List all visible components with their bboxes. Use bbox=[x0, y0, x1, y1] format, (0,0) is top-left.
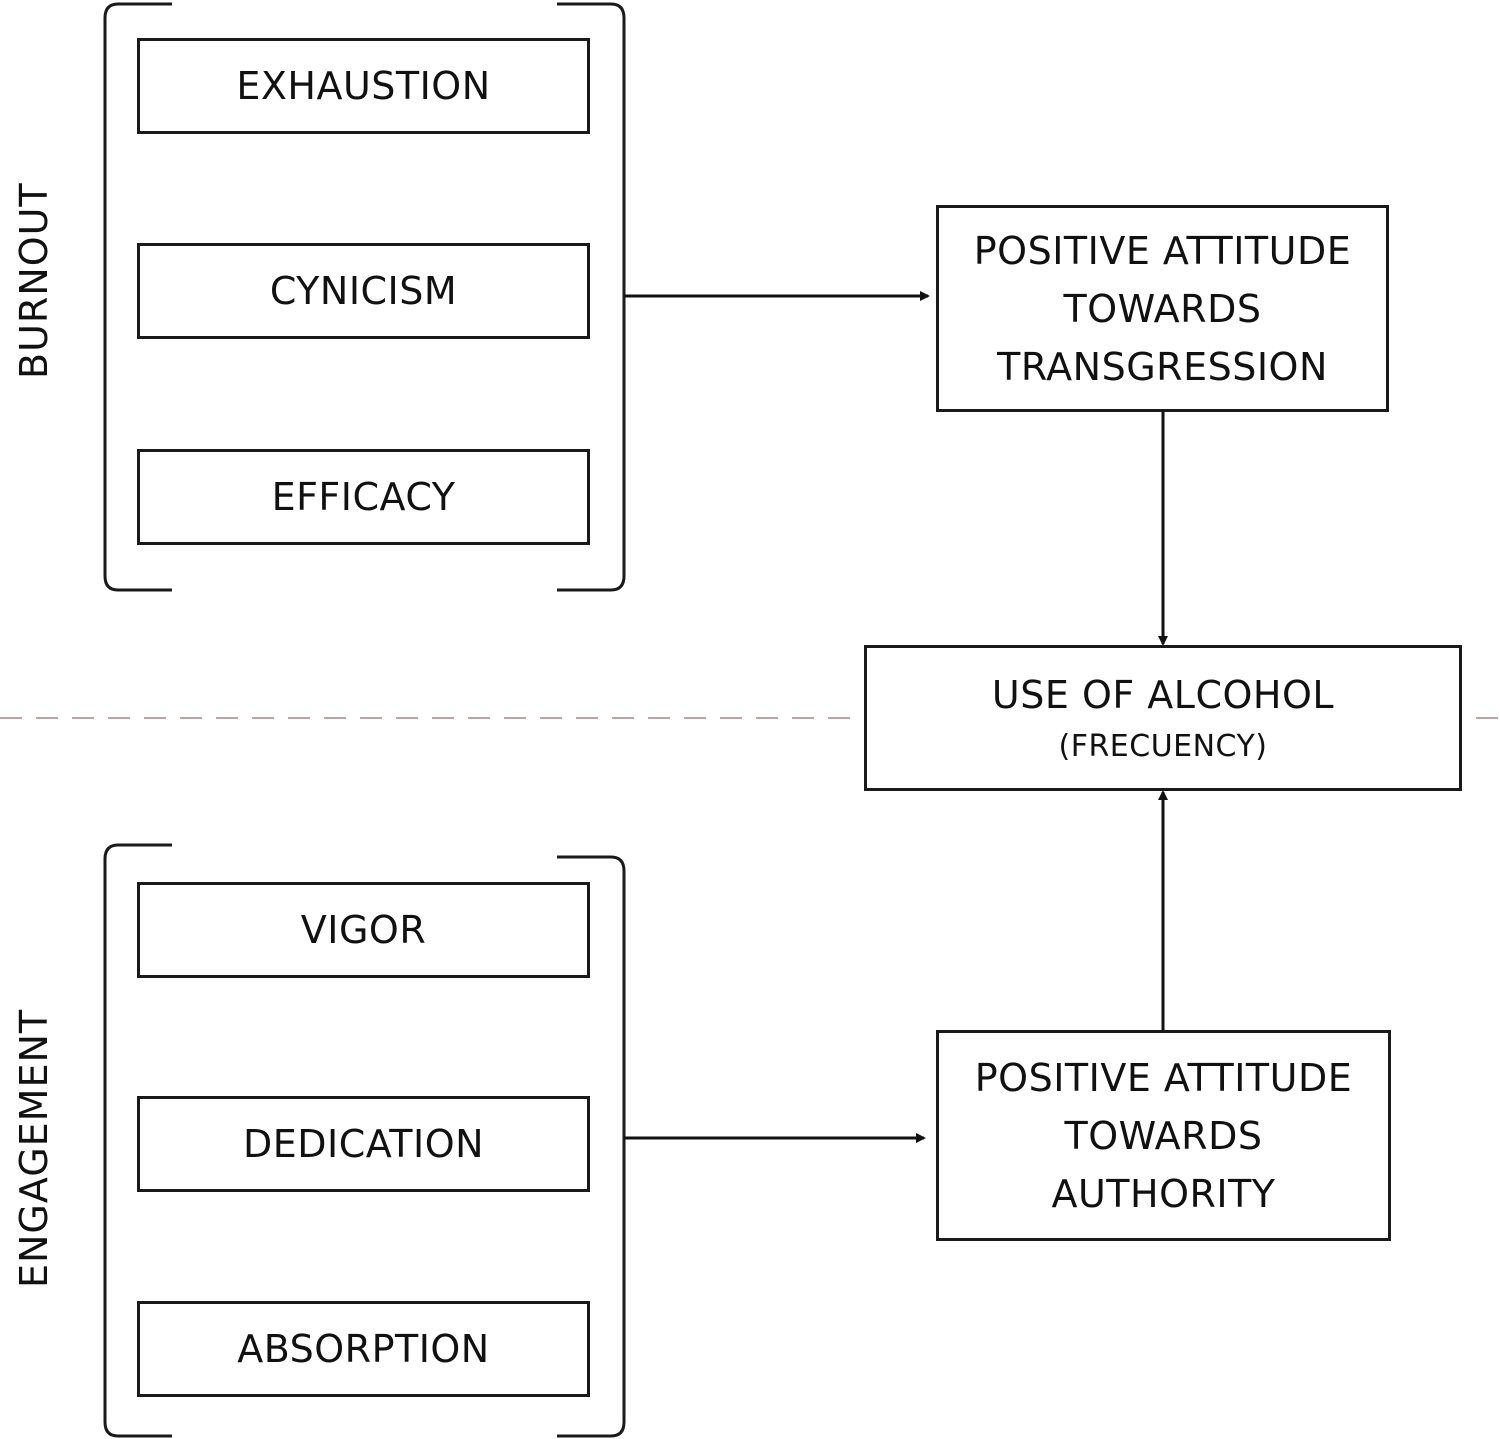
authority-line-3: AUTHORITY bbox=[1051, 1171, 1276, 1216]
dedication-box: DEDICATION bbox=[137, 1096, 590, 1192]
vigor-label: VIGOR bbox=[300, 908, 427, 952]
authority-line-2: TOWARDS bbox=[1064, 1113, 1263, 1158]
exhaustion-label: EXHAUSTION bbox=[236, 64, 491, 108]
cynicism-box: CYNICISM bbox=[137, 243, 590, 339]
efficacy-box: EFFICACY bbox=[137, 449, 590, 545]
exhaustion-box: EXHAUSTION bbox=[137, 38, 590, 134]
alcohol-use-title: USE OF ALCOHOL bbox=[991, 673, 1335, 717]
authority-attitude-box: POSITIVE ATTITUDE TOWARDS AUTHORITY bbox=[936, 1030, 1391, 1241]
engagement-bracket-right bbox=[557, 855, 626, 1438]
burnout-bracket-left bbox=[103, 2, 172, 592]
alcohol-use-box: USE OF ALCOHOL (FRECUENCY) bbox=[864, 645, 1462, 791]
absorption-box: ABSORPTION bbox=[137, 1301, 590, 1397]
cynicism-label: CYNICISM bbox=[269, 269, 458, 313]
engagement-bracket-left bbox=[103, 843, 172, 1438]
transgression-attitude-box: POSITIVE ATTITUDE TOWARDS TRANSGRESSION bbox=[936, 205, 1389, 412]
efficacy-label: EFFICACY bbox=[271, 475, 456, 519]
dedication-label: DEDICATION bbox=[242, 1122, 485, 1166]
burnout-bracket-right bbox=[557, 2, 626, 592]
vigor-box: VIGOR bbox=[137, 882, 590, 978]
burnout-group-label: BURNOUT bbox=[12, 182, 56, 379]
engagement-group-label: ENGAGEMENT bbox=[12, 1008, 56, 1288]
absorption-label: ABSORPTION bbox=[237, 1327, 490, 1371]
transgression-line-1: POSITIVE ATTITUDE bbox=[973, 228, 1352, 273]
authority-line-1: POSITIVE ATTITUDE bbox=[974, 1055, 1353, 1100]
alcohol-use-subtitle: (FRECUENCY) bbox=[1058, 729, 1268, 764]
transgression-line-3: TRANSGRESSION bbox=[997, 344, 1328, 389]
transgression-line-2: TOWARDS bbox=[1063, 286, 1262, 331]
